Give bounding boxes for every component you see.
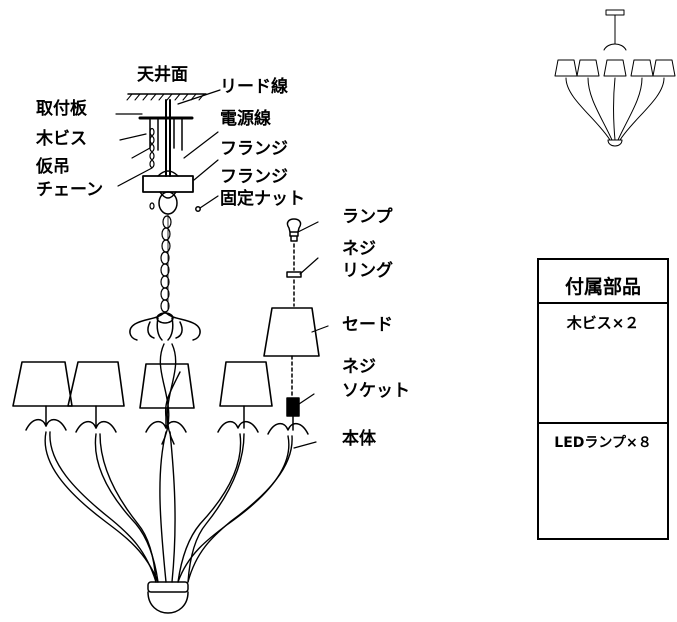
label-flange: フランジ xyxy=(220,139,288,159)
label-flange-nut-line1: フランジ xyxy=(220,167,288,187)
thumbnail-chandelier xyxy=(554,9,676,147)
label-temp-chain-line2: チェーン xyxy=(36,180,104,200)
label-flange-nut-line2: 固定ナット xyxy=(220,189,305,209)
leader-lines xyxy=(115,89,329,449)
wood-screw-count: 木ビス×２ xyxy=(566,314,640,332)
crown xyxy=(129,311,201,341)
body-arms xyxy=(44,343,293,583)
shades xyxy=(12,307,320,409)
label-mount-plate: 取付板 xyxy=(36,99,87,119)
label-socket-line2: ソケット xyxy=(342,381,410,401)
label-ring-line2: リング xyxy=(342,261,393,281)
label-body: 本体 xyxy=(342,429,376,449)
label-lamp: ランプ xyxy=(342,207,393,227)
panel-divider xyxy=(539,422,667,424)
exploded-lamp xyxy=(286,218,302,431)
parts-panel-title: 付属部品 xyxy=(564,276,641,298)
flange xyxy=(142,170,201,215)
label-wood-screw: 木ビス xyxy=(36,129,87,149)
label-power-wire: 電源線 xyxy=(220,109,271,129)
panel-divider xyxy=(539,302,667,304)
led-lamp-count: LEDランプ×８ xyxy=(554,435,652,451)
bottom-cap xyxy=(147,581,189,614)
label-ring-line1: ネジ xyxy=(342,239,376,259)
label-shade: セード xyxy=(342,315,393,335)
main-chain xyxy=(160,213,172,313)
ceiling-surface xyxy=(126,93,207,101)
label-temp-chain-line1: 仮吊 xyxy=(36,157,70,177)
label-lead-wire: リード線 xyxy=(220,77,288,97)
label-socket-line1: ネジ xyxy=(342,357,376,377)
mount-plate xyxy=(138,99,194,177)
included-parts-panel: 付属部品 木ビス×２ LEDランプ×８ xyxy=(537,258,669,540)
label-ceiling: 天井面 xyxy=(137,65,188,85)
